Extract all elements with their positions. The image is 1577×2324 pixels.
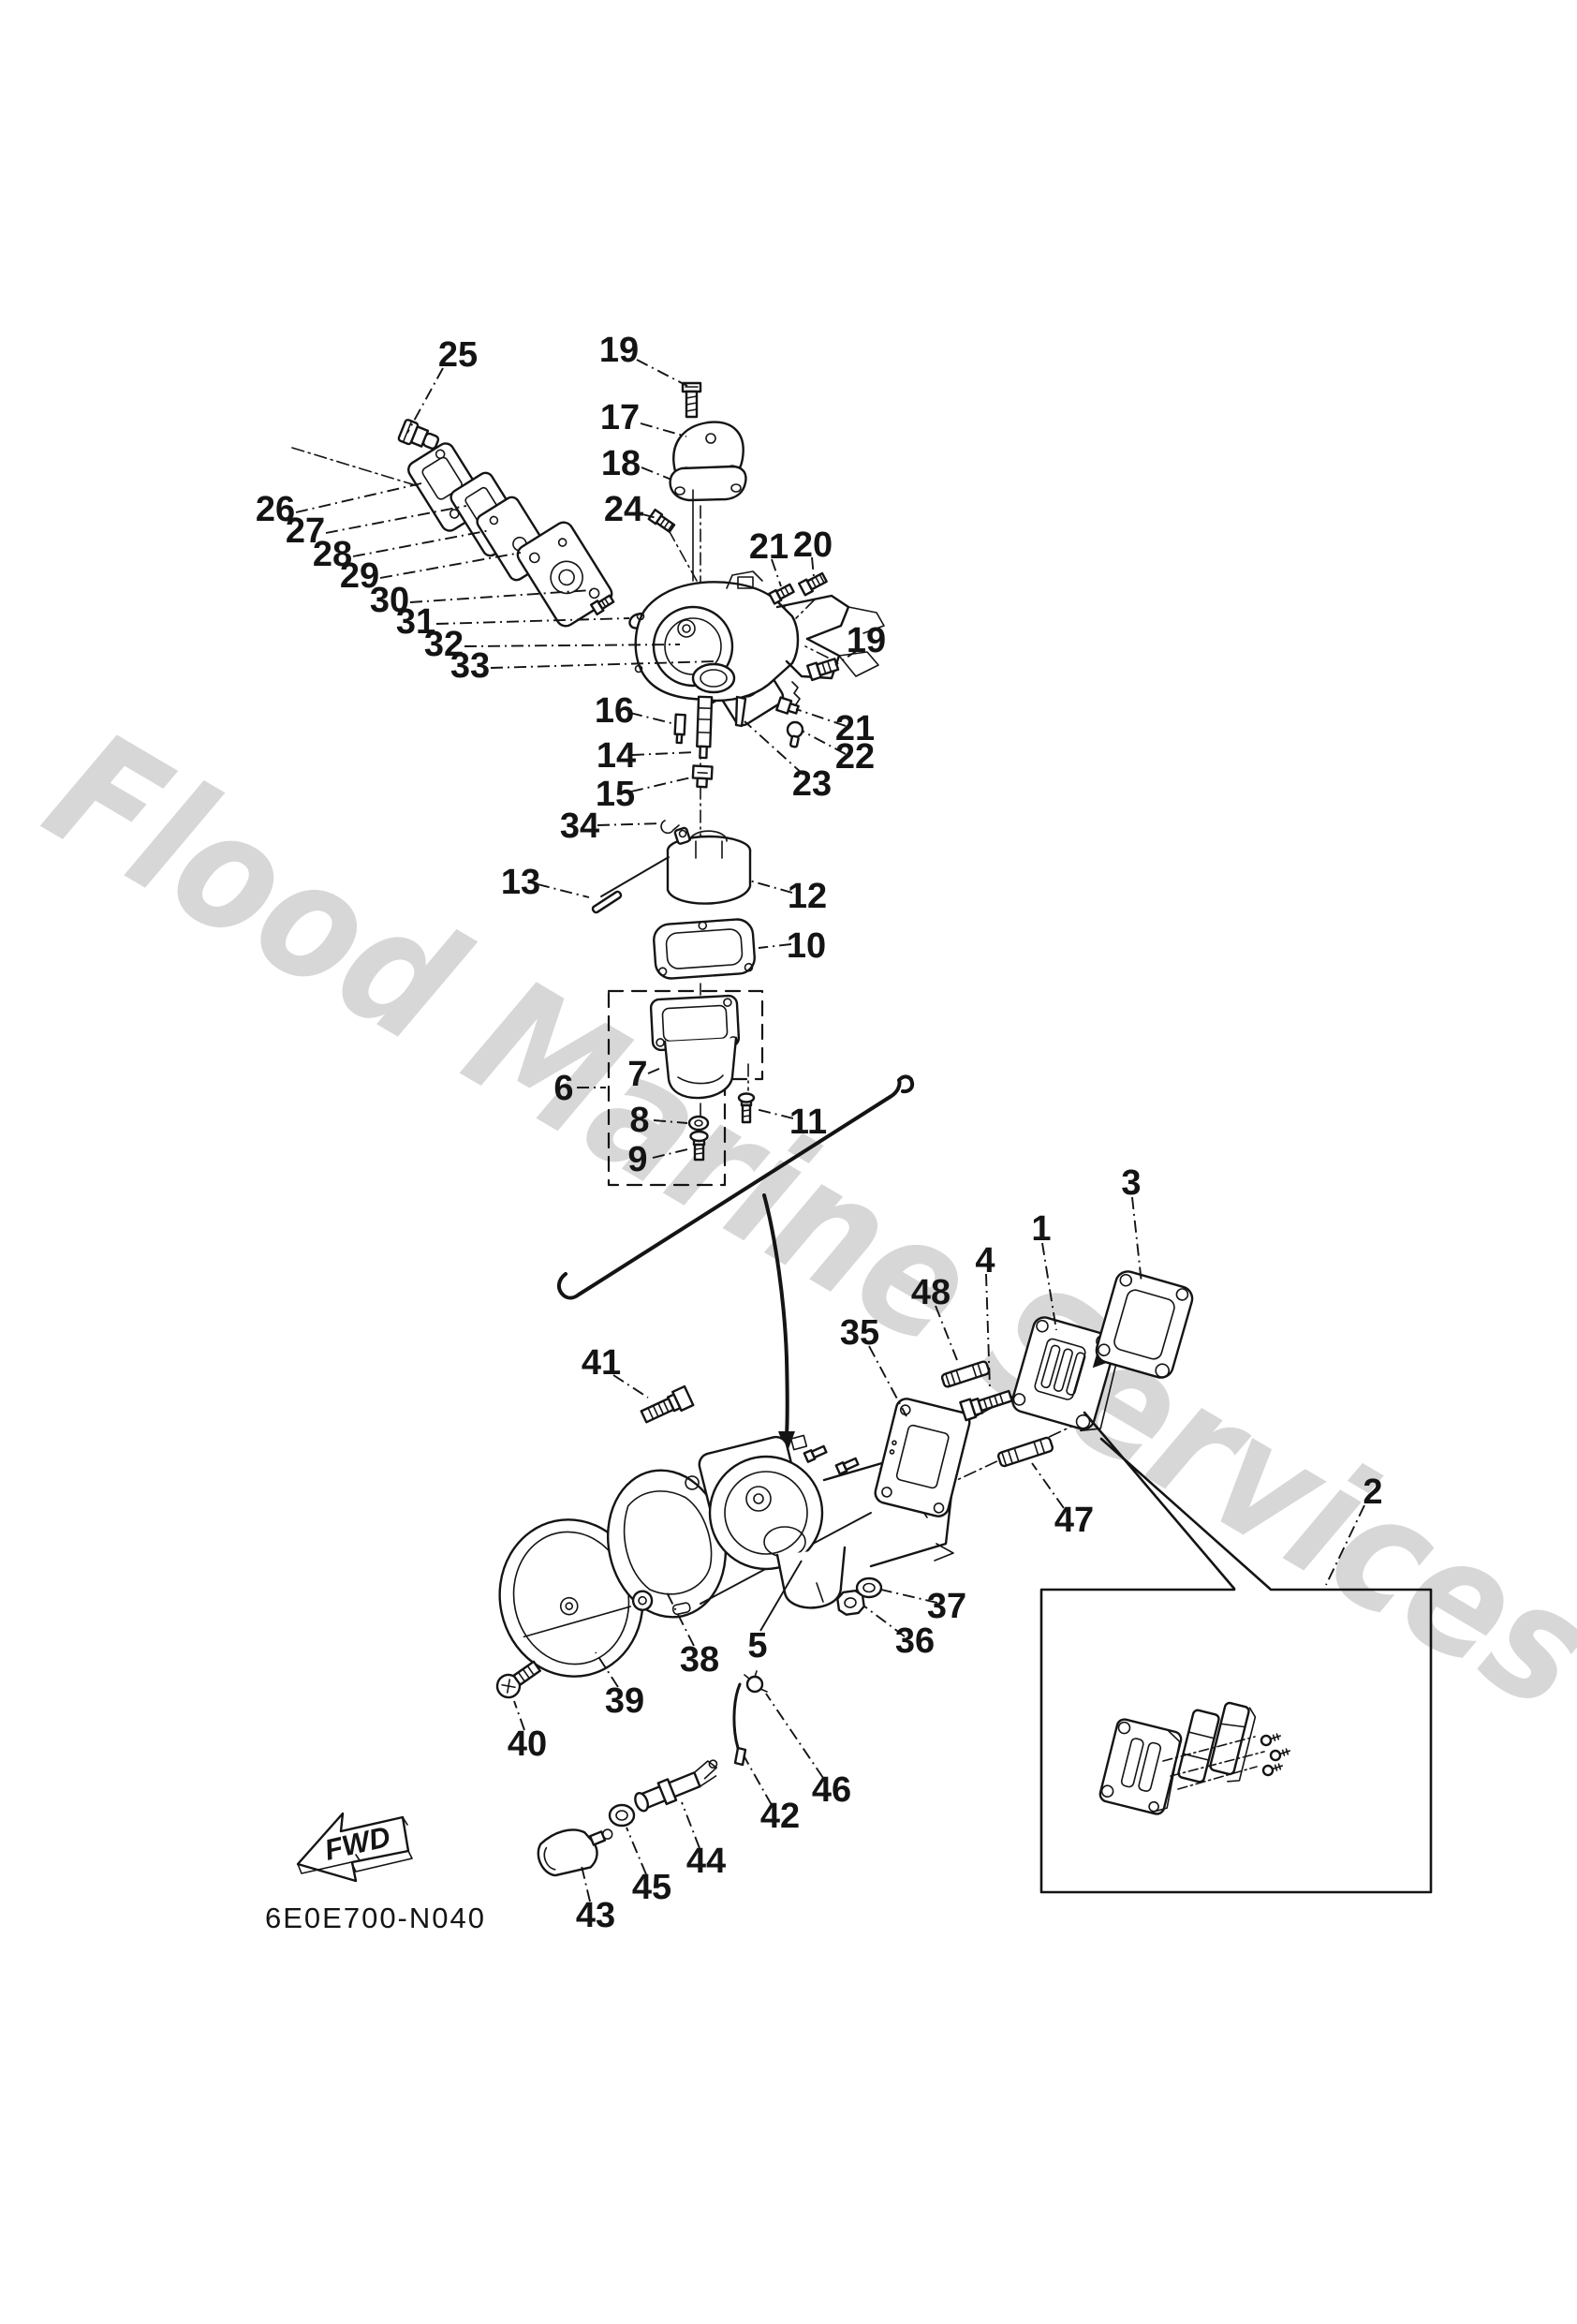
throttle-rod-42: [732, 1682, 747, 1767]
part-label-7: 7: [627, 1055, 647, 1094]
float-pin-13: [591, 890, 623, 914]
part-label-37: 37: [927, 1587, 966, 1626]
float-bowl-7: [649, 994, 741, 1100]
carburetor-body-top: [634, 570, 885, 705]
choke-washer-45: [608, 1803, 636, 1828]
part-label-46: 46: [812, 1770, 851, 1810]
part-label-21: 21: [835, 709, 875, 748]
part-label-38: 38: [680, 1640, 719, 1680]
leader-lines: [295, 359, 1365, 1902]
part-label-24: 24: [604, 490, 643, 529]
part-label-2: 2: [1363, 1473, 1382, 1512]
part-label-8: 8: [629, 1101, 649, 1140]
part-label-48: 48: [911, 1273, 951, 1312]
part-label-10: 10: [787, 926, 826, 966]
part-label-32: 32: [424, 625, 464, 664]
part-label-22: 22: [835, 737, 875, 777]
stud-47: [996, 1436, 1054, 1468]
part-label-17: 17: [600, 398, 640, 437]
drawing-code: 6E0E700-N040: [265, 1902, 486, 1934]
pilot-screw: [647, 509, 676, 533]
part-label-4: 4: [975, 1241, 995, 1280]
cover-screw-19: [806, 658, 840, 682]
part-label-26: 26: [256, 490, 295, 529]
pump-top-screw: [681, 381, 702, 419]
reed-valve-assembly-1: [1011, 1316, 1122, 1432]
part-label-18: 18: [601, 444, 641, 483]
part-label-40: 40: [508, 1724, 547, 1764]
mount-screw-41: [640, 1384, 695, 1424]
part-label-16: 16: [595, 691, 634, 731]
part-label-11: 11: [789, 1103, 827, 1142]
part-label-20: 20: [793, 525, 833, 565]
part-label-27: 27: [286, 511, 325, 551]
washer-8: [687, 1115, 710, 1132]
part-label-13: 13: [501, 863, 540, 902]
part-label-30: 30: [370, 581, 409, 620]
part-label-42: 42: [760, 1797, 800, 1836]
fwd-arrow: [296, 1812, 413, 1883]
main-jet-15: [691, 764, 714, 789]
inlet-plug-21: [775, 696, 800, 715]
bolt-4: [959, 1389, 1013, 1422]
part-label-25: 25: [438, 335, 478, 375]
part-label-34: 34: [560, 807, 599, 846]
drain-screw-9: [689, 1130, 709, 1162]
choke-knob-43: [537, 1828, 613, 1877]
part-label-1: 1: [1031, 1209, 1051, 1249]
washer-37: [855, 1576, 883, 1599]
pump-valve-screw: [589, 594, 615, 616]
top-cover-gasket: [669, 465, 747, 502]
part-label-3: 3: [1121, 1163, 1141, 1203]
part-label-44: 44: [686, 1842, 726, 1881]
part-label-19: 19: [599, 331, 639, 370]
stud-48: [940, 1360, 991, 1388]
part-label-21: 21: [749, 527, 788, 567]
drain-screw-21: [768, 583, 795, 605]
part-label-6: 6: [553, 1069, 573, 1108]
part-label-15: 15: [596, 775, 635, 814]
part-label-28: 28: [313, 535, 352, 574]
exploded-diagram-artwork: [291, 381, 1433, 1894]
part-label-29: 29: [340, 556, 379, 596]
part-label-19: 19: [847, 621, 886, 660]
plug-screw-20: [798, 571, 828, 597]
needle-jet-16: [673, 713, 686, 745]
reed-screws: [1260, 1733, 1291, 1777]
silencer-gasket-35: [874, 1398, 971, 1517]
bowl-screw-11: [737, 1092, 756, 1124]
clip-34: [660, 820, 680, 835]
part-label-5: 5: [747, 1626, 767, 1665]
carburetor-assembly-5: [698, 1434, 957, 1609]
reed-detail-inset-box: [1039, 1411, 1433, 1894]
part-label-45: 45: [632, 1868, 671, 1907]
cover-screw-40: [495, 1660, 541, 1699]
part-label-35: 35: [840, 1313, 879, 1353]
silencer-plate-38: [606, 1469, 728, 1619]
float-12: [666, 826, 752, 905]
float-chamber-group-box: [607, 989, 764, 1187]
part-label-9: 9: [627, 1140, 647, 1179]
part-label-41: 41: [582, 1343, 621, 1383]
part-label-43: 43: [576, 1896, 615, 1935]
part-label-31: 31: [396, 602, 435, 642]
rod-clip-46: [744, 1670, 768, 1694]
part-label-23: 23: [792, 764, 832, 804]
main-nozzle-14: [696, 695, 714, 760]
fuel-pump-body: [516, 521, 613, 628]
part-label-39: 39: [605, 1681, 644, 1721]
needle-valve-23: [734, 695, 747, 728]
fuel-elbow-22: [786, 720, 804, 748]
part-label-14: 14: [597, 736, 636, 776]
valve-gasket-3: [1095, 1270, 1194, 1379]
bowl-gasket-10: [653, 918, 756, 980]
part-label-47: 47: [1054, 1501, 1094, 1540]
choke-shaft-44: [634, 1759, 718, 1813]
part-label-12: 12: [788, 877, 827, 916]
part-label-36: 36: [895, 1621, 935, 1661]
part-label-33: 33: [450, 646, 490, 686]
